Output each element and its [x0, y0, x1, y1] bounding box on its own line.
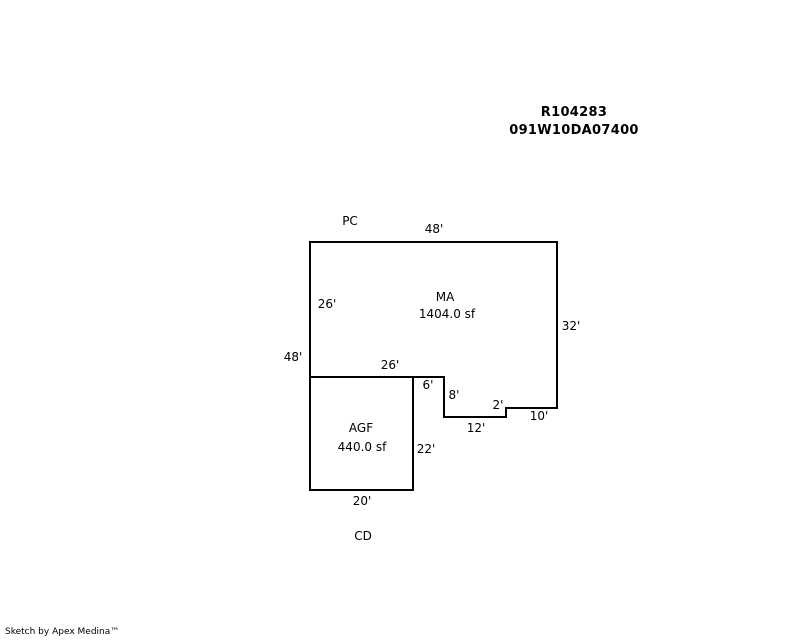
dim-notch-drop: 6'	[423, 378, 434, 392]
sketch-credit: Sketch by Apex Medina™	[5, 627, 120, 637]
garage-outline	[309, 376, 414, 491]
dim-notch-depth: 8'	[449, 388, 460, 402]
dim-main-right: 32'	[562, 319, 581, 333]
pc-label: PC	[342, 214, 358, 228]
main-area-outline	[309, 241, 558, 418]
dim-main-top: 48'	[425, 222, 444, 236]
dim-garage-bottom: 20'	[353, 494, 372, 508]
parcel-id: R104283	[540, 105, 608, 120]
dim-notch-bottom: 12'	[467, 421, 486, 435]
garage-area-name: AGF	[349, 421, 373, 435]
dim-overall-left: 48'	[284, 350, 303, 364]
dim-notch-step: 2'	[493, 398, 504, 412]
main-area-name: MA	[436, 290, 455, 304]
main-area-size: 1404.0 sf	[419, 307, 476, 321]
garage-area-size: 440.0 sf	[338, 440, 387, 454]
cd-label: CD	[354, 529, 372, 543]
dim-garage-right: 22'	[417, 442, 436, 456]
map-number: 091W10DA07400	[509, 123, 639, 138]
dim-notch-right: 10'	[530, 409, 549, 423]
dim-main-bottom: 26'	[381, 358, 400, 372]
dim-main-left-inner: 26'	[318, 297, 337, 311]
